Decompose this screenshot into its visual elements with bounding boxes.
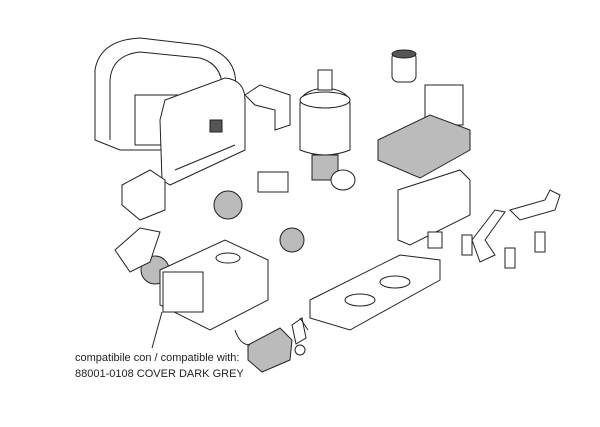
compatible-part-number: 88001-0108 COVER DARK GREY xyxy=(75,368,244,380)
part-release-handle xyxy=(114,227,161,273)
part-limit-switch-bracket xyxy=(509,189,561,221)
leader-line xyxy=(151,311,163,349)
part-gearbox-cap xyxy=(247,327,293,373)
part-rail-bracket xyxy=(471,209,506,263)
part-base-plate xyxy=(309,254,441,331)
part-fuse-holder xyxy=(391,49,417,83)
part-motor xyxy=(299,69,351,181)
compatibility-label: compatibile con / compatible with: xyxy=(75,352,240,364)
part-screws-right xyxy=(461,231,546,269)
part-control-board xyxy=(377,114,471,179)
part-washers xyxy=(330,169,356,191)
part-gears xyxy=(140,171,305,285)
part-lock-cover xyxy=(121,169,166,221)
part-cam xyxy=(291,317,307,345)
part-bracket xyxy=(244,84,291,131)
part-board-plate xyxy=(397,169,471,246)
part-gearbox xyxy=(159,239,269,331)
part-front-cover xyxy=(159,77,246,186)
compatibility-note: compatibile con / compatible with: 88001… xyxy=(75,350,244,382)
part-screw xyxy=(294,344,306,356)
